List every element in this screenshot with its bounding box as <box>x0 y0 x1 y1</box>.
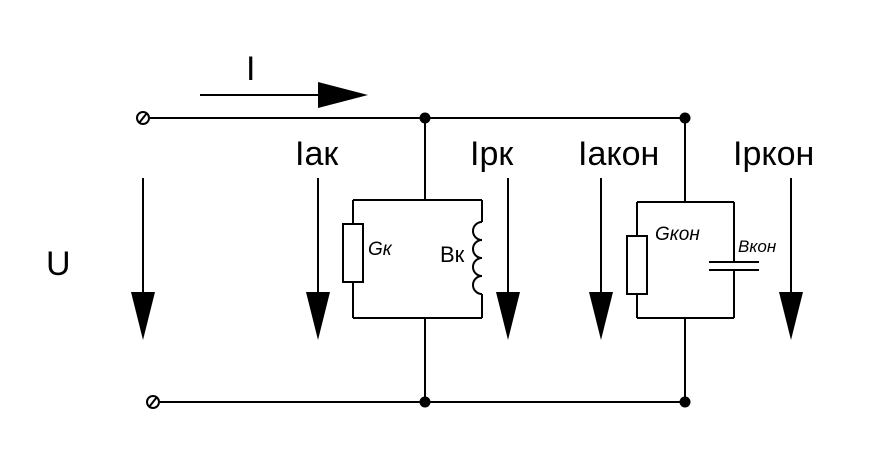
label-total-current: I <box>246 50 255 88</box>
label-ir-k: Iрк <box>470 135 514 173</box>
label-gk: Gк <box>368 239 393 260</box>
terminal-top <box>136 111 150 125</box>
voltage-arrow <box>131 178 155 340</box>
resistor-gkon <box>626 235 648 295</box>
total-current-arrow <box>200 82 368 108</box>
ia-k-arrow <box>306 178 330 340</box>
label-bk: Вк <box>440 242 465 267</box>
capacitor-bkon <box>709 261 759 271</box>
label-ia-kon: Iакон <box>578 135 659 173</box>
label-bkon: Вкон <box>738 237 777 256</box>
label-ia-k: Iак <box>295 135 339 173</box>
label-voltage: U <box>46 245 71 283</box>
capacitor-branch <box>636 118 735 402</box>
ia-kon-arrow <box>589 178 613 340</box>
coil-branch <box>352 118 483 402</box>
terminal-bottom <box>146 395 160 409</box>
ir-kon-arrow <box>779 178 803 340</box>
inductor-bk <box>472 221 483 295</box>
label-gkon: Gкон <box>655 224 700 245</box>
resistor-gk <box>342 223 364 283</box>
ir-k-arrow <box>496 178 520 340</box>
label-ir-kon: Iркон <box>733 135 814 173</box>
